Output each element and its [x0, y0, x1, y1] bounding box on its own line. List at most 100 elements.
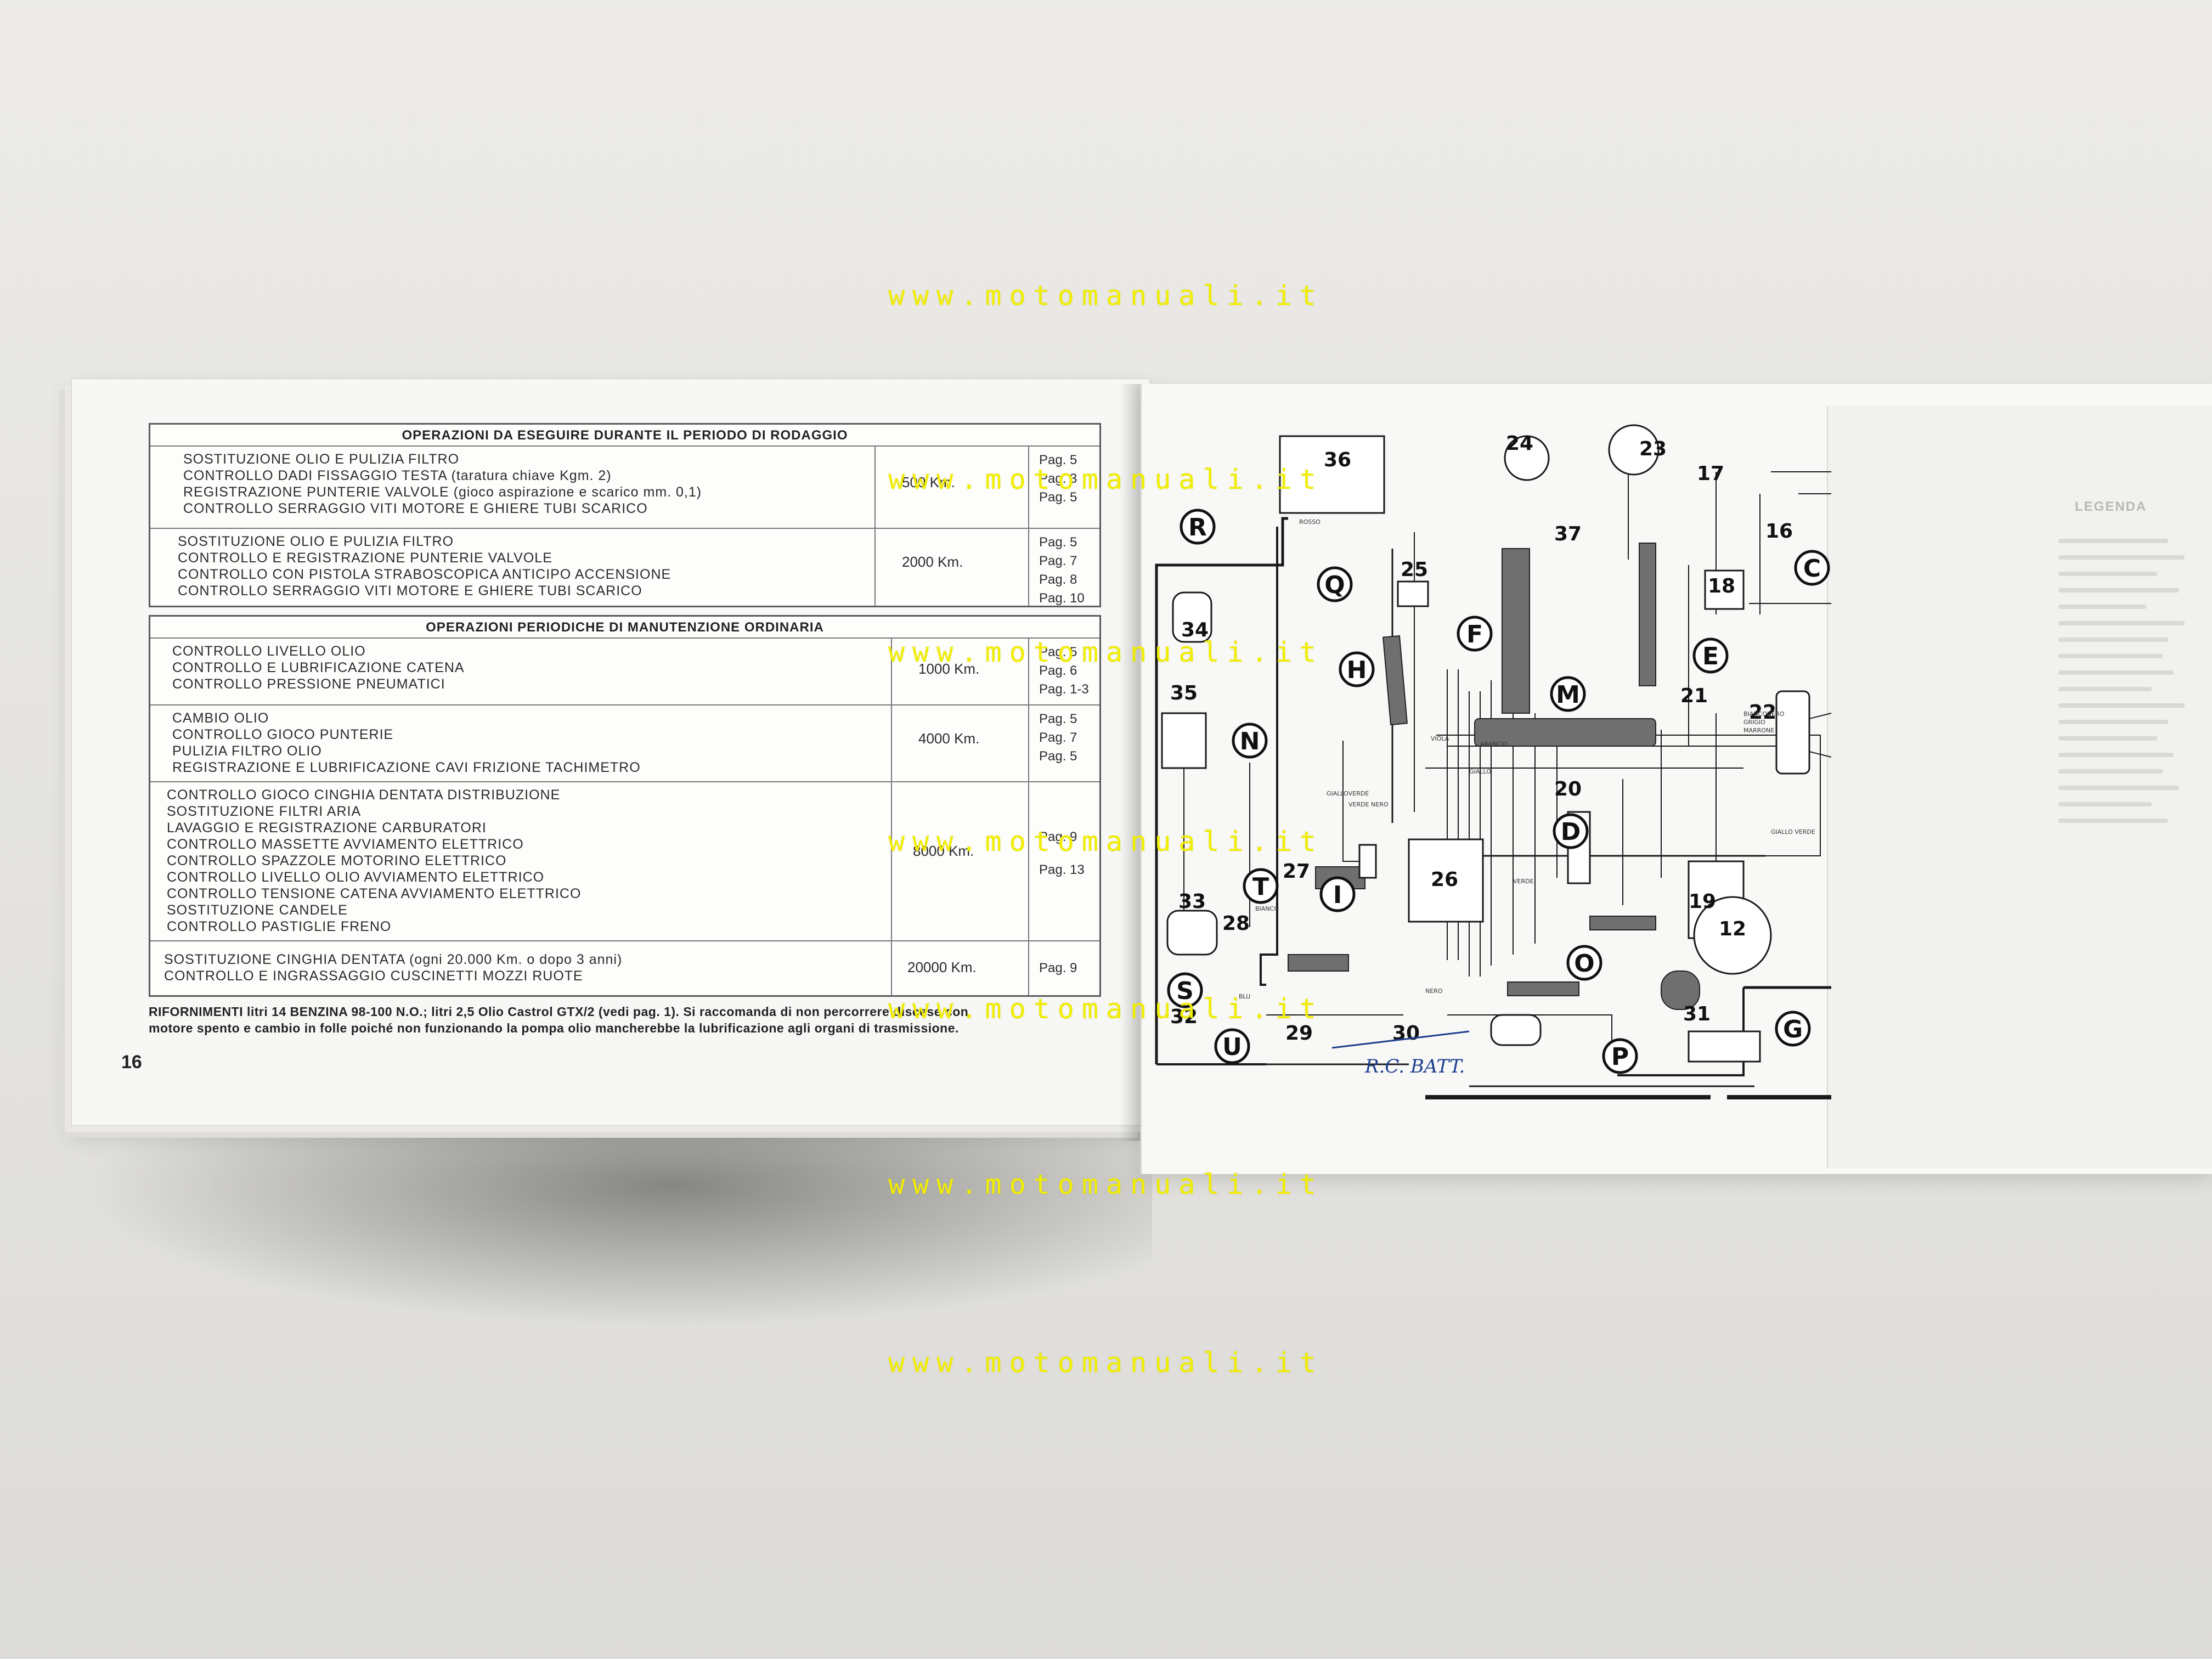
table-cell-item: CONTROLLO CON PISTOLA STRABOSCOPICA ANTI…: [178, 567, 672, 582]
table-cell-item: LAVAGGIO E REGISTRAZIONE CARBURATORI: [167, 820, 487, 836]
diagram-number-31: 31: [1683, 1003, 1711, 1025]
table-cell-item: CONTROLLO LIVELLO OLIO: [172, 644, 366, 659]
table-row: CONTROLLO LIVELLO OLIO CONTROLLO E LUBRI…: [150, 637, 1099, 706]
wire-label: VIOLA: [1431, 735, 1449, 742]
wire-label: GRIGIO: [1743, 719, 1765, 726]
table-cell-item: CONTROLLO PASTIGLIE FRENO: [167, 919, 392, 934]
table-cell-item: CONTROLLO MASSETTE AVVIAMENTO ELETTRICO: [167, 837, 524, 852]
table-cell-km: 1000 Km.: [918, 661, 980, 677]
watermark-row-3: www.motomanuali.it: [888, 636, 1324, 668]
diagram-label-F: F: [1457, 616, 1493, 652]
diagram-letter-S: S: [1176, 977, 1194, 1005]
watermark-row-5: www.motomanuali.it: [888, 993, 1324, 1025]
diagram-label-U: U: [1214, 1028, 1250, 1064]
book-shadow: [82, 1125, 1152, 1328]
diagram-number-36: 36: [1324, 449, 1351, 471]
diagram-letter-G: G: [1783, 1015, 1803, 1043]
table-cell-item: CONTROLLO TENSIONE CATENA AVVIAMENTO ELE…: [167, 886, 582, 901]
legend-title: LEGENDA: [2075, 499, 2147, 514]
diagram-label-M: M: [1550, 676, 1586, 712]
diagram-letter-M: M: [1556, 681, 1580, 709]
table-cell-item: CONTROLLO DADI FISSAGGIO TESTA (taratura…: [183, 468, 612, 483]
table-cell-item: REGISTRAZIONE PUNTERIE VALVOLE (gioco as…: [183, 484, 702, 500]
diagram-label-Q: Q: [1317, 566, 1353, 602]
rodaggio-table: OPERAZIONI DA ESEGUIRE DURANTE IL PERIOD…: [149, 423, 1101, 607]
handwritten-note: R.C. BATT.: [1331, 1030, 1470, 1077]
handwritten-note-text: R.C. BATT.: [1364, 1056, 1465, 1077]
diagram-number-25: 25: [1401, 558, 1428, 581]
table-cell-item: SOSTITUZIONE CANDELE: [167, 902, 348, 918]
wire-label: BIANCONERO: [1743, 710, 1785, 718]
diagram-number-28: 28: [1222, 912, 1250, 935]
table-cell-item: CONTROLLO E LUBRIFICAZIONE CATENA: [172, 660, 465, 675]
rodaggio-title: OPERAZIONI DA ESEGUIRE DURANTE IL PERIOD…: [402, 428, 848, 443]
diagram-label-E: E: [1692, 637, 1729, 674]
table-cell-pag: Pag. 10: [1039, 591, 1085, 606]
wire-label: VERDE NERO: [1348, 801, 1389, 808]
diagram-number-20: 20: [1554, 778, 1582, 800]
table-cell-pag: Pag. 3: [1039, 471, 1077, 486]
diagram-number-33: 33: [1178, 890, 1206, 913]
table-cell-pag: Pag. 5: [1039, 535, 1077, 550]
diagram-letter-N: N: [1240, 727, 1260, 755]
table-cell-item: CONTROLLO SERRAGGIO VITI MOTORE E GHIERE…: [178, 583, 642, 599]
diagram-number-35: 35: [1170, 682, 1198, 704]
wire-label: GIALLO: [1469, 768, 1491, 775]
table-cell-pag: Pag. 7: [1039, 730, 1077, 745]
table-cell-item: SOSTITUZIONE OLIO E PULIZIA FILTRO: [183, 452, 460, 467]
diagram-label-C: C: [1794, 550, 1830, 586]
watermark-row-2: www.motomanuali.it: [888, 464, 1324, 495]
diagram-number-19: 19: [1689, 890, 1716, 913]
table-cell-item: PULIZIA FILTRO OLIO: [172, 743, 322, 759]
table-cell-pag: Pag. 5: [1039, 749, 1077, 764]
diagram-number-29: 29: [1285, 1022, 1313, 1045]
diagram-letter-E: E: [1702, 642, 1719, 670]
diagram-label-T: T: [1243, 868, 1279, 904]
diagram-number-21: 21: [1680, 685, 1708, 707]
diagram-label-R: R: [1180, 509, 1216, 545]
table-cell-pag: Pag. 5: [1039, 645, 1077, 659]
table-cell-item: CONTROLLO E REGISTRAZIONE PUNTERIE VALVO…: [178, 550, 552, 566]
wire-label: GIALLOVERDE: [1327, 790, 1369, 797]
table-cell-pag: Pag. 13: [1039, 862, 1085, 877]
diagram-label-D: D: [1553, 813, 1589, 849]
diagram-number-18: 18: [1708, 575, 1735, 597]
diagram-label-O: O: [1566, 945, 1602, 981]
diagram-number-37: 37: [1554, 523, 1582, 545]
diagram-number-16: 16: [1765, 520, 1793, 543]
table-cell-item: CONTROLLO E INGRASSAGGIO CUSCINETTI MOZZ…: [164, 968, 583, 984]
diagram-letter-C: C: [1803, 555, 1821, 583]
table-cell-km: 500 Km.: [902, 474, 955, 490]
table-cell-item: REGISTRAZIONE E LUBRIFICAZIONE CAVI FRIZ…: [172, 760, 641, 775]
table-cell-item: SOSTITUZIONE OLIO E PULIZIA FILTRO: [178, 534, 454, 549]
wire-label: MARRONE: [1743, 727, 1774, 734]
diagram-label-G: G: [1775, 1011, 1811, 1047]
table-cell-item: CONTROLLO SPAZZOLE MOTORINO ELETTRICO: [167, 853, 507, 868]
wiring-diagram: R Q H F M E N D I T S U O P G C 36 24 23…: [1155, 424, 1831, 1099]
footnote-line: RIFORNIMENTI litri 14 BENZINA 98-100 N.O…: [149, 1005, 969, 1019]
diagram-number-26: 26: [1431, 868, 1458, 891]
table-cell-km: 8000 Km.: [913, 843, 974, 859]
table-cell-item: CONTROLLO LIVELLO OLIO AVVIAMENTO ELETTR…: [167, 870, 545, 885]
diagram-number-17: 17: [1697, 462, 1724, 485]
table-cell-pag: Pag. 7: [1039, 554, 1077, 568]
table-cell-km: 4000 Km.: [918, 730, 980, 747]
diagram-letter-O: O: [1574, 950, 1594, 978]
diagram-letter-Q: Q: [1324, 571, 1345, 599]
table-cell-km: 2000 Km.: [902, 554, 963, 570]
diagram-label-H: H: [1339, 651, 1375, 687]
diagram-letter-U: U: [1222, 1033, 1242, 1061]
diagram-letter-P: P: [1611, 1043, 1629, 1071]
table-cell-item: CONTROLLO PRESSIONE PNEUMATICI: [172, 676, 445, 692]
diagram-letter-I: I: [1333, 881, 1342, 909]
table-row: SOSTITUZIONE CINGHIA DENTATA (ogni 20.00…: [150, 940, 1099, 996]
page-number: 16: [121, 1052, 142, 1073]
diagram-number-22: 22: [1749, 701, 1776, 724]
legend-faded-text: [2058, 527, 2190, 835]
table-cell-pag: Pag. 1-3: [1039, 682, 1089, 697]
diagram-letter-R: R: [1188, 514, 1207, 541]
table-cell-item: CONTROLLO SERRAGGIO VITI MOTORE E GHIERE…: [183, 501, 648, 516]
diagram-letter-F: F: [1466, 620, 1483, 648]
diagram-number-34: 34: [1181, 619, 1209, 641]
watermark-bottom: www.motomanuali.it: [888, 1347, 1324, 1379]
